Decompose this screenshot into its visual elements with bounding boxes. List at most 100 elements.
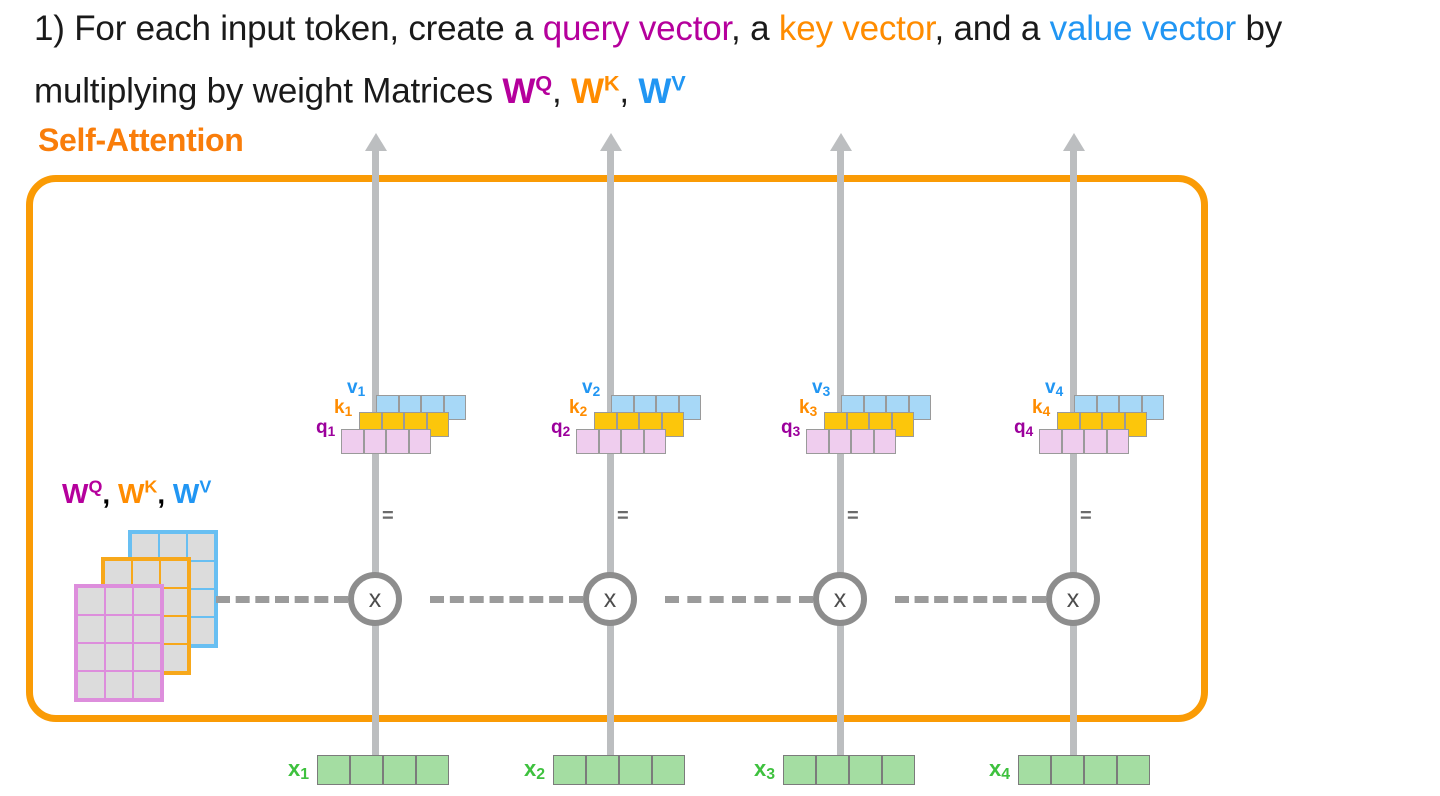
equals-sign-col-4: = bbox=[1080, 505, 1092, 527]
input-cell bbox=[849, 755, 882, 785]
input-cell bbox=[1051, 755, 1084, 785]
matrix-cell bbox=[160, 616, 188, 644]
input-label-x2: x2 bbox=[524, 756, 546, 783]
vector-label-q-col-3: q3 bbox=[781, 417, 801, 439]
multiply-circle-col-1[interactable]: x bbox=[348, 572, 402, 626]
dashed-connector-col-2-to-col-3 bbox=[665, 596, 813, 603]
vector-cell bbox=[363, 429, 386, 454]
matrix-cell bbox=[105, 615, 133, 643]
vector-cell bbox=[851, 429, 874, 454]
input-cell bbox=[553, 755, 586, 785]
vector-cell bbox=[598, 429, 621, 454]
vector-q-col-3 bbox=[806, 429, 896, 454]
vector-cell bbox=[426, 412, 449, 437]
matrix-cell bbox=[160, 560, 188, 588]
headline-value-vector: value vector bbox=[1049, 9, 1237, 48]
input-cell bbox=[882, 755, 915, 785]
weight-label-wq: WQ bbox=[62, 477, 103, 510]
input-label-x1: x1 bbox=[288, 756, 310, 783]
vertical-line-col-3-upper bbox=[837, 150, 844, 574]
equals-sign-col-3: = bbox=[847, 505, 859, 527]
weight-matrix-wq bbox=[74, 584, 164, 702]
vector-q-col-4 bbox=[1039, 429, 1129, 454]
arrow-head-col-4 bbox=[1063, 133, 1085, 151]
vector-q-col-2 bbox=[576, 429, 666, 454]
vector-cell bbox=[1039, 429, 1062, 454]
input-cell bbox=[619, 755, 652, 785]
input-cell bbox=[652, 755, 685, 785]
vector-label-q-col-1: q1 bbox=[316, 417, 336, 439]
vector-cell bbox=[443, 395, 466, 420]
matrix-cell bbox=[187, 561, 215, 589]
matrix-cell bbox=[187, 589, 215, 617]
weight-matrices-label: WQ, WK, WV bbox=[62, 477, 211, 510]
input-cell bbox=[816, 755, 849, 785]
headline-segment-4: by multiplying by weight Matrices bbox=[34, 9, 1292, 111]
vector-cell bbox=[408, 429, 431, 454]
vector-cell bbox=[908, 395, 931, 420]
weight-label-comma-2: , bbox=[157, 478, 173, 510]
vertical-line-col-1-lower bbox=[372, 625, 379, 760]
vertical-line-col-2-lower bbox=[607, 625, 614, 760]
matrix-cell bbox=[77, 643, 105, 671]
matrix-cell bbox=[77, 615, 105, 643]
input-cell bbox=[783, 755, 816, 785]
vector-cell bbox=[621, 429, 644, 454]
arrow-head-col-2 bbox=[600, 133, 622, 151]
vector-label-k-col-3: k3 bbox=[799, 397, 818, 419]
vector-cell bbox=[806, 429, 829, 454]
input-cell bbox=[586, 755, 619, 785]
matrix-cell bbox=[133, 671, 161, 699]
vector-cell bbox=[661, 412, 684, 437]
input-vector-x2 bbox=[553, 755, 685, 785]
matrix-cell bbox=[77, 587, 105, 615]
input-cell bbox=[1084, 755, 1117, 785]
matrix-cell bbox=[133, 587, 161, 615]
vector-cell bbox=[828, 429, 851, 454]
input-cell bbox=[383, 755, 416, 785]
matrix-cell bbox=[105, 643, 133, 671]
headline-wk: WK bbox=[571, 70, 620, 111]
equals-sign-col-1: = bbox=[382, 505, 394, 527]
vector-cell bbox=[341, 429, 364, 454]
vector-label-k-col-1: k1 bbox=[334, 397, 353, 419]
headline-key-vector: key vector bbox=[778, 9, 935, 48]
vector-label-v-col-3: v3 bbox=[812, 377, 831, 399]
matrix-cell bbox=[160, 644, 188, 672]
vector-label-q-col-4: q4 bbox=[1014, 417, 1034, 439]
multiply-circle-col-4[interactable]: x bbox=[1046, 572, 1100, 626]
vector-label-v-col-4: v4 bbox=[1045, 377, 1064, 399]
vector-cell bbox=[891, 412, 914, 437]
input-vector-x4 bbox=[1018, 755, 1150, 785]
self-attention-box bbox=[26, 175, 1208, 722]
headline-segment-2: , a bbox=[731, 9, 779, 48]
headline-segment-3: , and a bbox=[934, 9, 1050, 48]
matrix-cell bbox=[77, 671, 105, 699]
vertical-line-col-3-lower bbox=[837, 625, 844, 760]
matrix-cell bbox=[159, 533, 187, 561]
dashed-connector-matrix-to-col-1 bbox=[216, 596, 348, 603]
headline-wv: WV bbox=[638, 70, 686, 111]
self-attention-title: Self-Attention bbox=[38, 122, 244, 158]
vector-cell bbox=[678, 395, 701, 420]
multiply-circle-col-3[interactable]: x bbox=[813, 572, 867, 626]
vertical-line-col-2-upper bbox=[607, 150, 614, 574]
matrix-cell bbox=[160, 588, 188, 616]
weight-label-wv: WV bbox=[172, 477, 212, 510]
matrix-cell bbox=[133, 643, 161, 671]
input-cell bbox=[416, 755, 449, 785]
vector-label-k-col-2: k2 bbox=[569, 397, 588, 419]
vector-cell bbox=[576, 429, 599, 454]
matrix-cell bbox=[187, 617, 215, 645]
dashed-connector-col-3-to-col-4 bbox=[895, 596, 1046, 603]
vector-cell bbox=[1141, 395, 1164, 420]
vector-cell bbox=[386, 429, 409, 454]
vector-label-v-col-2: v2 bbox=[582, 377, 601, 399]
equals-sign-col-2: = bbox=[617, 505, 629, 527]
matrix-cell bbox=[187, 533, 215, 561]
input-vector-x1 bbox=[317, 755, 449, 785]
headline-sep-2: , bbox=[619, 71, 639, 111]
vector-q-col-1 bbox=[341, 429, 431, 454]
multiply-circle-col-2[interactable]: x bbox=[583, 572, 637, 626]
input-label-x4: x4 bbox=[989, 756, 1011, 783]
